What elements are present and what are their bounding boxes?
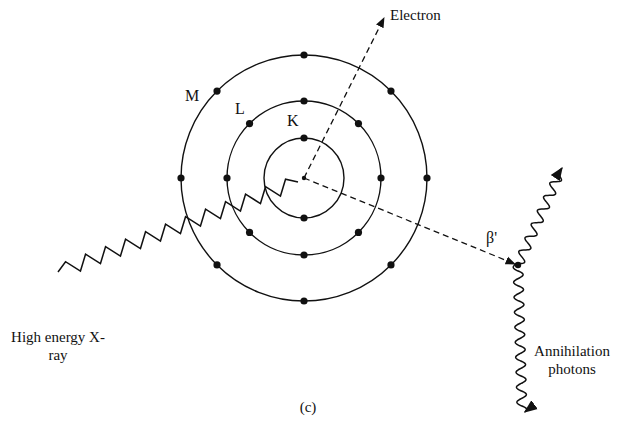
particle-label: β' bbox=[486, 228, 508, 247]
electron-dot bbox=[223, 174, 230, 181]
annihilation-point bbox=[515, 262, 521, 268]
shell-label: K bbox=[287, 111, 301, 130]
electron-dot bbox=[246, 120, 253, 127]
electron-dot bbox=[355, 229, 362, 236]
electron-dot bbox=[246, 229, 253, 236]
electron-dot bbox=[177, 174, 184, 181]
electron-dot bbox=[423, 174, 430, 181]
atom-drawing bbox=[58, 18, 562, 412]
electron-dot bbox=[387, 87, 394, 94]
radiation-label: Annihilation photons bbox=[529, 342, 615, 378]
electron-dot bbox=[377, 174, 384, 181]
radiation-label: High energy X-ray bbox=[8, 328, 108, 364]
panel-label: (c) bbox=[288, 398, 328, 416]
electron-dot bbox=[213, 87, 220, 94]
electron-dot bbox=[300, 97, 307, 104]
shell-label: L bbox=[235, 99, 249, 118]
electron-dot bbox=[300, 134, 307, 141]
electron-dot bbox=[387, 261, 394, 268]
electron-dot bbox=[300, 251, 307, 258]
positron-track bbox=[304, 178, 515, 264]
electron-dot bbox=[213, 261, 220, 268]
electron-track bbox=[304, 18, 384, 178]
electron-dot bbox=[355, 120, 362, 127]
electron-dot bbox=[300, 214, 307, 221]
xray-zigzag bbox=[58, 179, 298, 272]
electron-dot bbox=[300, 297, 307, 304]
shell-label: M bbox=[185, 86, 201, 105]
electron-dot bbox=[300, 51, 307, 58]
particle-label: Electron bbox=[390, 6, 480, 24]
